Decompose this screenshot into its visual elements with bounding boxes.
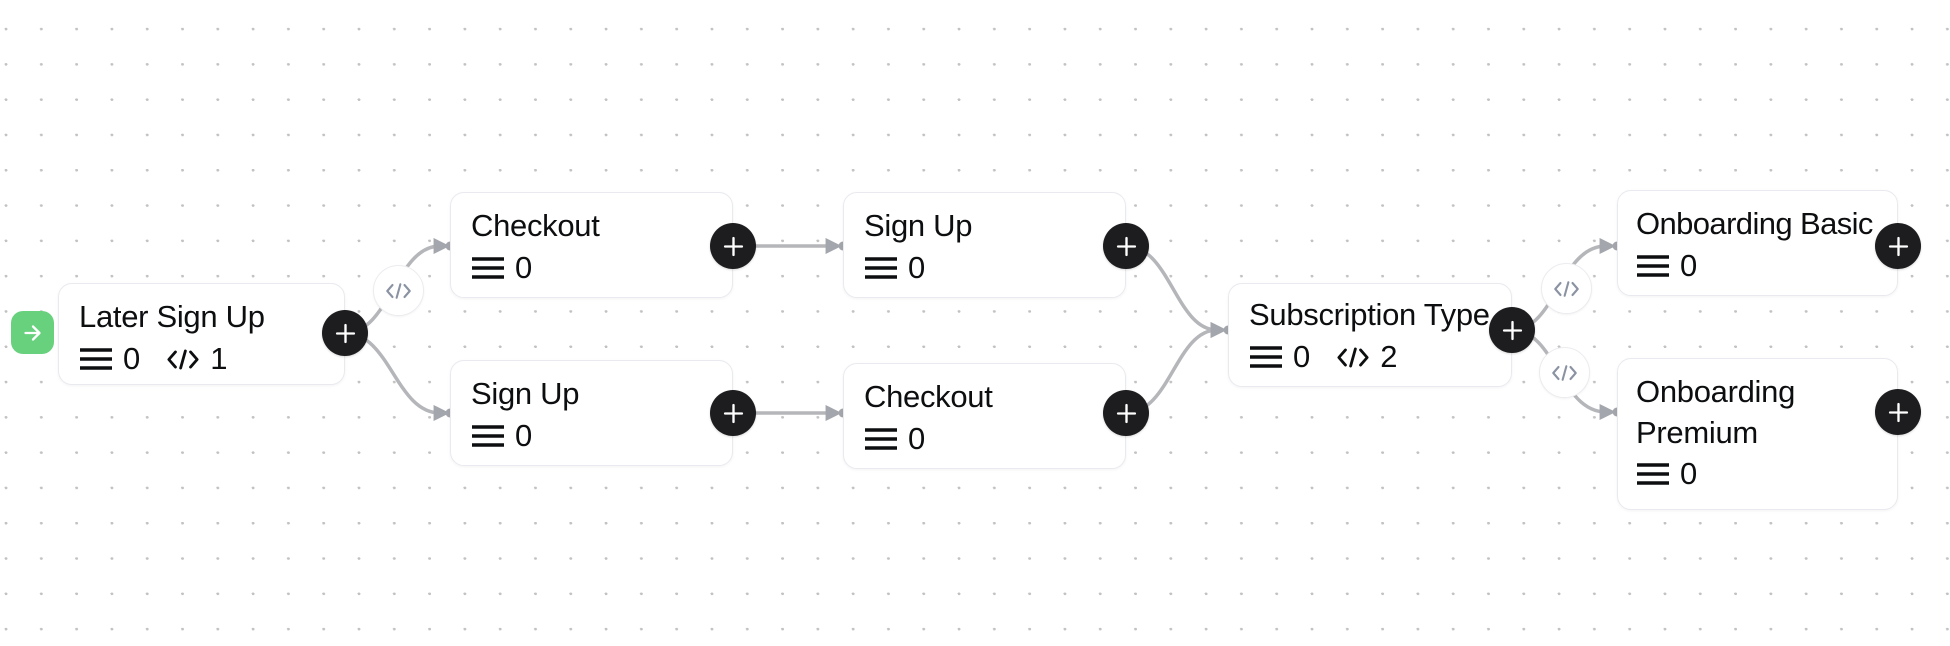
code-icon bbox=[1554, 280, 1579, 297]
node-title: Sign Up bbox=[471, 376, 580, 411]
node-stats: 0 bbox=[864, 248, 1105, 288]
list-count-value: 0 bbox=[1680, 248, 1698, 283]
plus-icon bbox=[1888, 236, 1908, 256]
plus-icon bbox=[1888, 402, 1908, 422]
list-count-stat: 0 bbox=[864, 421, 925, 457]
plus-icon bbox=[335, 323, 355, 343]
list-count-stat: 0 bbox=[864, 250, 925, 286]
code-icon bbox=[386, 282, 411, 299]
list-count-stat: 0 bbox=[471, 250, 532, 286]
node-stats: 0 bbox=[864, 419, 1105, 459]
add-step-button[interactable] bbox=[710, 223, 756, 269]
menu-lines-icon bbox=[472, 257, 504, 279]
node-checkout-bottom[interactable]: Checkout 0 bbox=[843, 363, 1126, 469]
list-count-stat: 0 bbox=[79, 341, 140, 377]
plus-icon bbox=[1116, 236, 1136, 256]
add-step-button[interactable] bbox=[1103, 223, 1149, 269]
node-later-sign-up[interactable]: Later Sign Up 0 1 bbox=[58, 283, 345, 385]
list-count-value: 0 bbox=[1293, 339, 1311, 374]
arrow-right-icon bbox=[23, 324, 41, 341]
list-count-stat: 0 bbox=[1636, 248, 1697, 284]
list-count-value: 0 bbox=[908, 421, 926, 456]
add-step-button[interactable] bbox=[710, 390, 756, 436]
list-count-value: 0 bbox=[515, 250, 533, 285]
edge-code-badge[interactable] bbox=[373, 265, 424, 316]
node-stats: 0 bbox=[471, 248, 712, 288]
node-sign-up-top[interactable]: Sign Up 0 bbox=[843, 192, 1126, 298]
list-count-stat: 0 bbox=[1249, 339, 1310, 375]
node-onboarding-basic[interactable]: Onboarding Basic 0 bbox=[1617, 190, 1898, 296]
node-title: Onboarding Basic bbox=[1636, 206, 1873, 241]
node-stats: 0 bbox=[471, 416, 712, 456]
edge-code-badge[interactable] bbox=[1539, 347, 1590, 398]
node-stats: 0 bbox=[1636, 246, 1877, 286]
add-step-button[interactable] bbox=[1875, 389, 1921, 435]
add-step-button[interactable] bbox=[1489, 307, 1535, 353]
node-subscription-type[interactable]: Subscription Type 0 2 bbox=[1228, 283, 1512, 387]
menu-lines-icon bbox=[865, 257, 897, 279]
node-title: Checkout bbox=[864, 379, 993, 414]
list-count-stat: 0 bbox=[471, 418, 532, 454]
add-step-button[interactable] bbox=[1875, 223, 1921, 269]
code-count-stat: 2 bbox=[1336, 339, 1398, 375]
node-title: Checkout bbox=[471, 208, 600, 243]
edge-code-badge[interactable] bbox=[1541, 263, 1592, 314]
list-count-value: 0 bbox=[1680, 456, 1698, 491]
menu-lines-icon bbox=[865, 428, 897, 450]
menu-lines-icon bbox=[1637, 255, 1669, 277]
plus-icon bbox=[723, 403, 743, 423]
node-stats: 0 1 bbox=[79, 339, 324, 379]
node-stats: 0 2 bbox=[1249, 337, 1491, 377]
node-title: Subscription Type bbox=[1249, 297, 1490, 332]
node-sign-up-bottom[interactable]: Sign Up 0 bbox=[450, 360, 733, 466]
menu-lines-icon bbox=[1637, 463, 1669, 485]
code-count-value: 2 bbox=[1380, 339, 1398, 374]
menu-lines-icon bbox=[472, 425, 504, 447]
node-stats: 0 bbox=[1636, 454, 1877, 494]
list-count-value: 0 bbox=[908, 250, 926, 285]
plus-icon bbox=[1116, 403, 1136, 423]
add-step-button[interactable] bbox=[1103, 390, 1149, 436]
list-count-stat: 0 bbox=[1636, 456, 1697, 492]
node-title: Onboarding Premium bbox=[1636, 374, 1796, 450]
node-checkout-top[interactable]: Checkout 0 bbox=[450, 192, 733, 298]
menu-lines-icon bbox=[1250, 346, 1282, 368]
node-title: Later Sign Up bbox=[79, 299, 265, 334]
code-count-stat: 1 bbox=[166, 341, 228, 377]
menu-lines-icon bbox=[80, 348, 112, 370]
list-count-value: 0 bbox=[515, 418, 533, 453]
code-icon bbox=[167, 349, 199, 369]
list-count-value: 0 bbox=[123, 341, 141, 376]
start-node-icon bbox=[11, 311, 54, 354]
node-title: Sign Up bbox=[864, 208, 973, 243]
plus-icon bbox=[723, 236, 743, 256]
code-count-value: 1 bbox=[210, 341, 228, 376]
plus-icon bbox=[1502, 320, 1522, 340]
node-onboarding-premium[interactable]: Onboarding Premium 0 bbox=[1617, 358, 1898, 510]
code-icon bbox=[1337, 347, 1369, 367]
code-icon bbox=[1552, 364, 1577, 381]
add-step-button[interactable] bbox=[322, 310, 368, 356]
